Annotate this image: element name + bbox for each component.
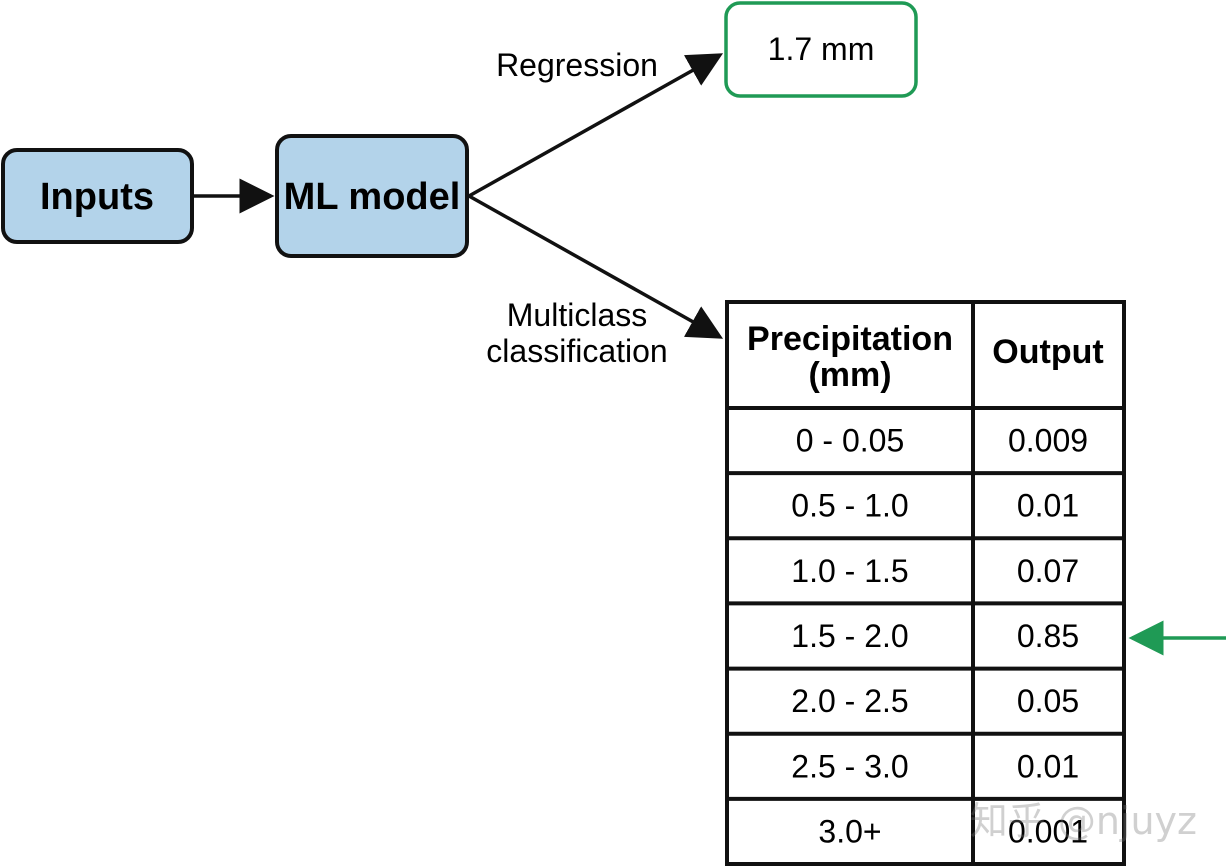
table-cell-output: 0.009 [1008, 423, 1088, 459]
table-cell-range: 2.5 - 3.0 [791, 748, 908, 784]
classification-label-line2: classification [486, 333, 667, 369]
model-node: ML model [275, 134, 469, 258]
inputs-node: Inputs [1, 148, 194, 244]
table-cell-output: 0.01 [1017, 748, 1079, 784]
regression-output-value: 1.7 mm [768, 31, 875, 67]
table-body: 0 - 0.05 0.009 0.5 - 1.0 0.01 1.0 - 1.5 0.07 1… [727, 423, 1124, 849]
classification-arrow [468, 194, 724, 339]
model-box [275, 134, 469, 258]
header-precipitation-line2: (mm) [808, 356, 891, 394]
regression-output-box [724, 1, 918, 98]
header-precipitation-line1: Precipitation [747, 320, 953, 358]
table-cell-range: 3.0+ [818, 813, 881, 849]
table-cell-range: 2.0 - 2.5 [791, 683, 908, 719]
classification-label-line1: Multiclass [507, 297, 647, 333]
table-cell-output: 0.85 [1017, 618, 1079, 654]
table-cell-range: 1.5 - 2.0 [791, 618, 908, 654]
table-cell-output: 0.001 [1008, 813, 1088, 849]
table-cell-output: 0.01 [1017, 488, 1079, 524]
regression-output-node: 1.7 mm [724, 1, 918, 98]
model-label: ML model [284, 176, 461, 218]
regression-arrow [468, 53, 724, 198]
table-cell-output: 0.05 [1017, 683, 1079, 719]
table-cell-output: 0.07 [1017, 553, 1079, 589]
table-border [725, 300, 1126, 866]
table-cell-range: 0 - 0.05 [796, 423, 905, 459]
table-cell-range: 0.5 - 1.0 [791, 488, 908, 524]
header-output: Output [992, 333, 1103, 371]
table-cell-range: 1.0 - 1.5 [791, 553, 908, 589]
regression-label: Regression [496, 47, 658, 83]
inputs-label: Inputs [40, 176, 154, 218]
